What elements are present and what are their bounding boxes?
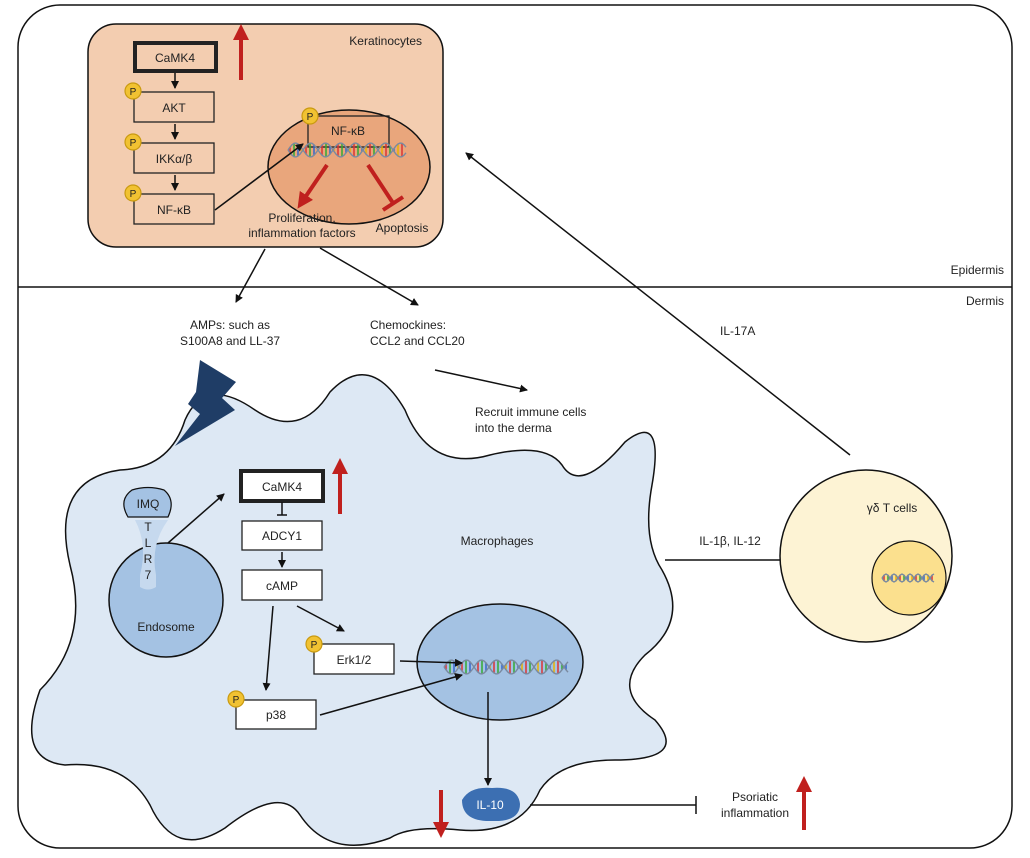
dna-strand — [287, 142, 407, 158]
chemokines-examples-label: CCL2 and CCL20 — [370, 334, 465, 348]
m-camp-box — [241, 569, 323, 601]
recruit-label: Recruit immune cells — [475, 405, 586, 419]
k-camk4-label: CaMK4 — [155, 51, 195, 65]
proliferation-label: Proliferation, — [268, 211, 335, 225]
m-adcy1-box — [241, 520, 323, 551]
dermis-label: Dermis — [966, 294, 1004, 308]
psoriatic-label: Psoriatic — [732, 790, 778, 804]
arrow-icon — [434, 369, 528, 393]
k-nfkb-label: NF-κB — [157, 203, 191, 217]
endosome — [108, 542, 224, 658]
chemokines-label: Chemockines: — [370, 318, 446, 332]
amps-examples-label: S100A8 and LL-37 — [180, 334, 280, 348]
amps-label: AMPs: such as — [190, 318, 270, 332]
imq-label: IMQ — [137, 497, 160, 511]
keratinocyte-cell: Keratinocytes CaMK4 AKT IKKα/β NF-κB P P… — [87, 23, 444, 248]
m-camk4-box — [239, 469, 325, 503]
dna-strand — [881, 573, 935, 583]
m-p38-box — [235, 699, 317, 730]
gamma-delta-t-cell: γδ T cells — [779, 469, 953, 643]
dna-icon — [287, 142, 407, 158]
svg-text:P: P — [233, 695, 240, 706]
arrow-icon — [319, 673, 463, 716]
apoptosis-label: Apoptosis — [376, 221, 429, 235]
svg-text:P: P — [130, 138, 137, 149]
tlr7-receptor — [135, 520, 168, 590]
lightning-icon — [175, 360, 236, 446]
il1b-il12-label: IL-1β, IL-12 — [699, 534, 761, 548]
il17a-arrow-icon — [465, 152, 851, 456]
arrow-icon — [296, 605, 345, 632]
dna-strand — [881, 573, 935, 583]
imq-ligand — [123, 486, 172, 518]
m-camk4-label: CaMK4 — [262, 480, 302, 494]
arrow-icon — [167, 493, 225, 544]
m-p38-label: p38 — [266, 708, 286, 722]
inhibits-icon — [530, 796, 697, 814]
tlr7-letter: R — [144, 552, 153, 566]
dna-strand — [443, 659, 569, 675]
tlr7-letter: L — [145, 536, 152, 550]
recruit-label-2: into the derma — [475, 421, 552, 435]
phospho-icon: P — [124, 82, 142, 100]
k-ikk-label: IKKα/β — [156, 152, 193, 166]
t-cells-label: γδ T cells — [867, 501, 917, 515]
arrow-icon — [214, 143, 304, 211]
t-cell-nucleus — [871, 540, 947, 616]
svg-text:P: P — [311, 640, 318, 651]
dna-icon — [443, 659, 569, 675]
keratinocytes-label: Keratinocytes — [349, 34, 422, 48]
k-camk4-box — [133, 41, 218, 73]
arrow-icon — [262, 605, 274, 691]
il10-label: IL-10 — [476, 798, 504, 812]
arrow-icon — [319, 247, 419, 306]
m-adcy1-label: ADCY1 — [262, 529, 302, 543]
promotes-arrow-icon — [297, 163, 329, 209]
k-nuclear-nfkb-box — [307, 115, 390, 148]
phospho-icon: P — [305, 635, 323, 653]
m-erk-box — [313, 643, 395, 675]
inhibits-icon — [366, 163, 405, 212]
phospho-icon: P — [124, 133, 142, 151]
arrow-icon — [235, 248, 266, 303]
m-camp-label: cAMP — [266, 579, 298, 593]
svg-text:P: P — [307, 112, 314, 123]
macrophages-label: Macrophages — [461, 534, 534, 548]
k-nuclear-nfkb-label: NF-κB — [331, 124, 365, 138]
macrophage-cell: Macrophages Endosome IMQ T L R 7 CaMK4 A… — [30, 374, 674, 846]
phospho-icon: P — [227, 690, 245, 708]
phospho-icon: P — [301, 107, 319, 125]
dna-strand — [287, 142, 407, 158]
il10-molecule — [462, 787, 520, 822]
k-nfkb-box — [133, 193, 215, 225]
m-erk-label: Erk1/2 — [337, 653, 372, 667]
dna-icon — [881, 573, 935, 583]
svg-text:P: P — [130, 87, 137, 98]
epidermis-label: Epidermis — [951, 263, 1004, 277]
svg-text:P: P — [130, 189, 137, 200]
inflammation-label: inflammation — [721, 806, 789, 820]
endosome-label: Endosome — [137, 620, 195, 634]
arrow-icon — [399, 658, 463, 667]
dna-strand — [443, 659, 569, 675]
il17a-label: IL-17A — [720, 324, 755, 338]
k-ikk-box — [133, 142, 215, 174]
tlr7-letter: 7 — [145, 568, 152, 582]
k-akt-box — [133, 91, 215, 123]
tlr7-letter: T — [144, 520, 152, 534]
k-akt-label: AKT — [162, 101, 186, 115]
inflammation-factors-label: inflammation factors — [248, 226, 355, 240]
inhibits-icon — [277, 502, 287, 516]
phospho-icon: P — [124, 184, 142, 202]
